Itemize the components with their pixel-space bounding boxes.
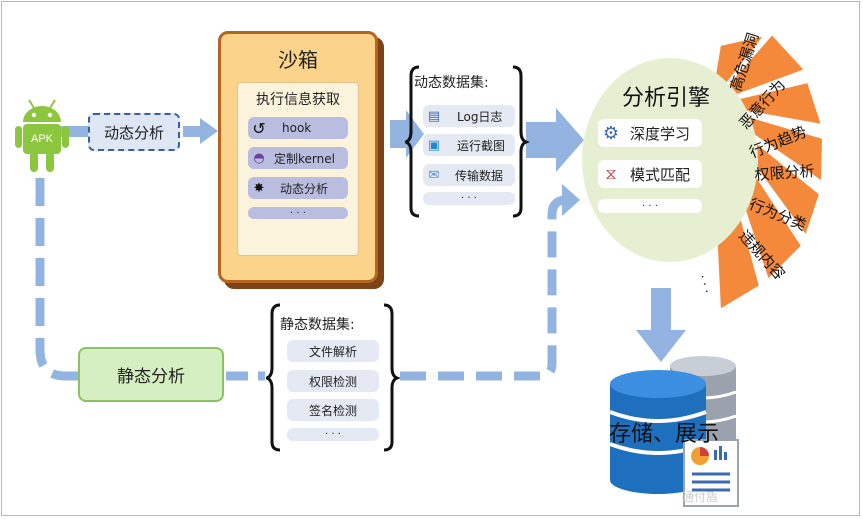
dynamic-to-sandbox-arrow-shaft: [183, 126, 203, 137]
dataset-item-label: 签名检测: [308, 403, 357, 418]
sandbox-to-dynamic-dataset-arrow: [390, 110, 424, 158]
engine-item-label: 模式匹配: [630, 165, 691, 184]
sandbox-subtitle: 执行信息获取: [256, 92, 340, 108]
storage-label: 存储、展示: [609, 422, 720, 447]
engine-item-deep-learning[interactable]: ⚙ 深度学习: [598, 119, 702, 147]
sandbox-item-label: · · ·: [290, 207, 306, 219]
apk-to-static-dashed-path: [35, 178, 80, 381]
sandbox-box: 沙箱 执行信息获取 ↺ hook ◓ 定制kernel ✸ 动态分析 · · ·: [218, 31, 378, 283]
dataset-item-label: 运行截图: [457, 138, 506, 153]
engine-title: 分析引擎: [621, 86, 710, 111]
static-dataset-item-permission[interactable]: 权限检测: [287, 370, 379, 392]
fan-wedge-malicious: [709, 32, 807, 106]
dataset-item-label: 文件解析: [308, 344, 357, 359]
dynamic-analysis-box[interactable]: 动态分析: [88, 113, 180, 151]
dynamic-dataset-title: 动态数据集:: [414, 75, 489, 91]
static-analysis-box[interactable]: 静态分析: [78, 347, 224, 402]
sandbox-item-label: 动态分析: [280, 181, 329, 196]
dataset-item-label: · · ·: [461, 193, 477, 204]
static-engine-arrowhead: [562, 184, 580, 216]
log-document-icon: ▤: [427, 108, 441, 124]
dynamic-dataset-brackets: [405, 65, 530, 218]
static-dataset-to-engine-dashed-path: [400, 195, 567, 381]
sandbox-item-dynamic[interactable]: ✸ 动态分析: [248, 177, 348, 199]
brain-icon: ⚙: [602, 122, 620, 144]
static-analysis-label: 静态分析: [117, 367, 185, 387]
watermark-text: 通付盾: [682, 490, 719, 504]
sandbox-inner-panel: 执行信息获取 ↺ hook ◓ 定制kernel ✸ 动态分析 · · ·: [237, 82, 359, 256]
dataset-item-label: 传输数据: [455, 168, 504, 183]
sandbox-item-label: hook: [282, 121, 312, 135]
static-dataset-item-file[interactable]: 文件解析: [287, 340, 379, 362]
fan-wedge-trend: [709, 80, 824, 127]
phone-screenshot-icon: ▣: [427, 137, 441, 153]
android-kernel-icon: ◓: [253, 150, 265, 166]
sandbox-item-more: · · ·: [248, 207, 348, 219]
dataset-item-label: Log日志: [457, 109, 503, 124]
dynamic-dataset-item-log[interactable]: ▤ Log日志: [423, 105, 515, 127]
engine-item-more: · · ·: [598, 199, 702, 213]
dna-icon: ⧖: [605, 164, 617, 183]
sandbox-item-kernel[interactable]: ◓ 定制kernel: [248, 147, 348, 169]
engine-to-storage-arrow: [636, 288, 686, 362]
apk-to-dynamic-arrow-shaft: [60, 126, 88, 137]
android-apk-icon: [15, 99, 69, 172]
dynamic-analysis-icon: ✸: [253, 180, 265, 196]
dynamic-dataset-to-engine-arrow: [526, 108, 584, 172]
dynamic-dataset-item-transfer[interactable]: ✉ 传输数据: [423, 164, 515, 186]
dataset-item-label: 权限检测: [308, 374, 357, 389]
static-dataset-item-signature[interactable]: 签名检测: [287, 399, 379, 421]
dynamic-analysis-label: 动态分析: [103, 123, 164, 142]
sandbox-title: 沙箱: [278, 48, 318, 72]
sandbox-item-hook[interactable]: ↺ hook: [248, 117, 348, 139]
static-dataset-brackets: [266, 303, 400, 452]
sandbox-item-label: 定制kernel: [274, 151, 335, 166]
fan-label-permission: 权限分析: [754, 162, 815, 184]
dynamic-dataset-item-more: · · ·: [423, 192, 515, 205]
static-dataset-item-more: · · ·: [287, 428, 379, 441]
apk-label: APK: [30, 133, 53, 145]
static-dataset-title: 静态数据集:: [280, 317, 355, 333]
dataset-item-label: · · ·: [325, 429, 341, 440]
message-bubble-icon: ✉: [428, 167, 440, 183]
storage-database-icon: [609, 356, 739, 507]
engine-item-label: 深度学习: [630, 124, 691, 143]
fan-label-more: · · ·: [695, 273, 714, 295]
hook-icon: ↺: [252, 118, 266, 138]
engine-item-label: · · ·: [642, 200, 658, 212]
engine-item-pattern-matching[interactable]: ⧖ 模式匹配: [598, 160, 702, 188]
dynamic-to-sandbox-arrowhead: [200, 118, 218, 144]
dynamic-dataset-item-screenshot[interactable]: ▣ 运行截图: [423, 134, 515, 156]
